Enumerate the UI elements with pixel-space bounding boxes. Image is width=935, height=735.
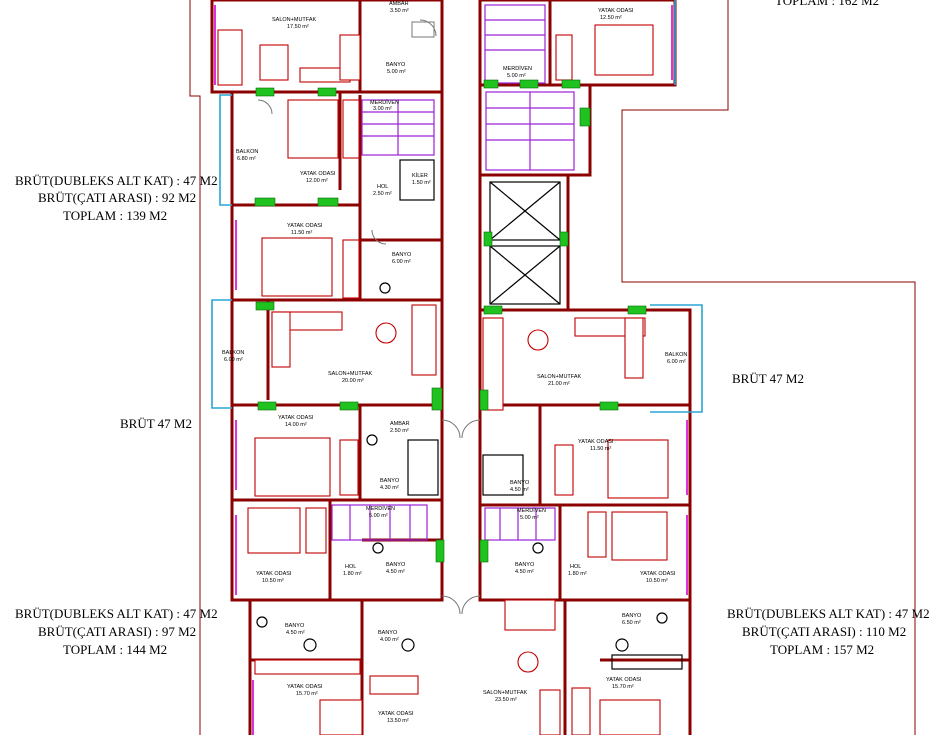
room-name: HOL xyxy=(345,564,356,570)
room-name: BANYO xyxy=(510,480,530,486)
room-name: BANYO xyxy=(378,630,398,636)
room-name: YATAK ODASI xyxy=(256,571,292,577)
room-name: YATAK ODASI xyxy=(278,415,314,421)
room-name: YATAK ODASI xyxy=(640,571,676,577)
room-name: HOL xyxy=(377,184,388,190)
room-area: 21.00 m² xyxy=(548,381,570,387)
room-name: YATAK ODASI xyxy=(606,677,642,683)
label-middle-left: BRÜT 47 M2 xyxy=(120,416,192,431)
room-name: YATAK ODASI xyxy=(287,684,323,690)
label-upper-left-attic: BRÜT(ÇATI ARASI) : 92 M2 xyxy=(38,190,196,205)
room-area: 17.50 m² xyxy=(287,24,309,30)
room-name: YATAK ODASI xyxy=(300,171,336,177)
room-area: 12.00 m² xyxy=(306,178,328,184)
room-area: 6.00 m² xyxy=(224,357,243,363)
room-area: 5.00 m² xyxy=(507,73,526,79)
left-units xyxy=(210,0,444,735)
room-area: 4.50 m² xyxy=(515,569,534,575)
room-area: 1.80 m² xyxy=(568,571,587,577)
room-area: 6.80 m² xyxy=(237,156,256,162)
room-area: 1.50 m² xyxy=(412,180,431,186)
room-name: BANYO xyxy=(515,562,535,568)
room-name: BALKON xyxy=(236,149,258,155)
room-name: SALON+MUTFAK xyxy=(483,690,527,696)
label-upper-left-total: TOPLAM : 139 M2 xyxy=(63,208,167,223)
room-name: BANYO xyxy=(392,252,412,258)
room-area: 11.50 m² xyxy=(291,230,312,236)
room-area: 5.00 m² xyxy=(369,513,388,519)
room-area: 2.50 m² xyxy=(373,191,392,197)
room-name: AMBAR xyxy=(389,1,409,7)
room-area: 14.00 m² xyxy=(285,422,307,428)
room-area: 6.00 m² xyxy=(392,259,411,265)
corridor-doors xyxy=(257,19,481,615)
room-area: 4.50 m² xyxy=(386,569,405,575)
room-area: 5.00 m² xyxy=(387,69,406,75)
room-name: BANYO xyxy=(285,623,305,629)
room-name: SALON+MUTFAK xyxy=(328,371,372,377)
room-name: BANYO xyxy=(380,478,400,484)
room-area: 13.50 m² xyxy=(387,718,409,724)
label-lower-right-attic: BRÜT(ÇATI ARASI) : 110 M2 xyxy=(742,624,906,639)
room-area: 6.50 m² xyxy=(622,620,641,626)
room-name: BANYO xyxy=(386,562,406,568)
room-name: SALON+MUTFAK xyxy=(272,17,316,23)
room-area: 4.30 m² xyxy=(380,485,399,491)
room-name: KİLER xyxy=(412,172,428,179)
room-name: HOL xyxy=(570,564,581,570)
label-lower-right-lower: BRÜT(DUBLEKS ALT KAT) : 47 M2 xyxy=(727,606,930,621)
room-area: 12.50 m² xyxy=(600,15,622,21)
label-upper-left-lower: BRÜT(DUBLEKS ALT KAT) : 47 M2 xyxy=(15,173,218,188)
room-area: 4.50 m² xyxy=(510,487,529,493)
room-area: 20.00 m² xyxy=(342,378,364,384)
room-area: 4.50 m² xyxy=(286,630,305,636)
label-lower-left-attic: BRÜT(ÇATI ARASI) : 97 M2 xyxy=(38,624,196,639)
room-area: 11.50 m² xyxy=(590,446,611,452)
room-area: 6.00 m² xyxy=(667,359,686,365)
room-name: SALON+MUTFAK xyxy=(537,374,581,380)
label-lower-left-total: TOPLAM : 144 M2 xyxy=(63,642,167,657)
room-area: 4.00 m² xyxy=(380,637,399,643)
room-name: MERDİVEN xyxy=(370,99,399,106)
room-area: 10.50 m² xyxy=(646,578,668,584)
room-area: 5.00 m² xyxy=(520,515,539,521)
room-area: 1.80 m² xyxy=(343,571,362,577)
structural-columns xyxy=(254,79,647,563)
right-units xyxy=(478,0,703,735)
room-name: YATAK ODASI xyxy=(578,439,614,445)
room-area: 2.50 m² xyxy=(390,428,409,434)
room-name: BANYO xyxy=(386,62,406,68)
room-name: YATAK ODASI xyxy=(378,711,414,717)
label-lower-left-lower: BRÜT(DUBLEKS ALT KAT) : 47 M2 xyxy=(15,606,218,621)
room-area: 10.50 m² xyxy=(262,578,284,584)
room-name: MERDİVEN xyxy=(517,507,546,514)
room-area: 3.00 m² xyxy=(373,106,392,112)
room-name: MERDİVEN xyxy=(503,65,532,72)
room-name: BANYO xyxy=(622,613,642,619)
label-middle-right: BRÜT 47 M2 xyxy=(732,371,804,386)
room-name: YATAK ODASI xyxy=(598,8,634,14)
room-name: MERDİVEN xyxy=(366,505,395,512)
room-area: 15.70 m² xyxy=(612,684,634,690)
label-lower-right-total: TOPLAM : 157 M2 xyxy=(770,642,874,657)
room-area: 15.70 m² xyxy=(296,691,318,697)
site-boundary xyxy=(189,0,916,735)
room-name: BALKON xyxy=(665,352,687,358)
room-name: AMBAR xyxy=(390,421,410,427)
label-top-right-total: TOPLAM : 162 M2 xyxy=(775,0,879,8)
room-name: YATAK ODASI xyxy=(287,223,323,229)
room-labels: SALON+MUTFAK 17.50 m² AMBAR 3.50 m² BANY… xyxy=(222,1,687,724)
room-area: 3.50 m² xyxy=(390,8,409,14)
room-area: 23.50 m² xyxy=(495,697,517,703)
room-name: BALKON xyxy=(222,350,244,356)
